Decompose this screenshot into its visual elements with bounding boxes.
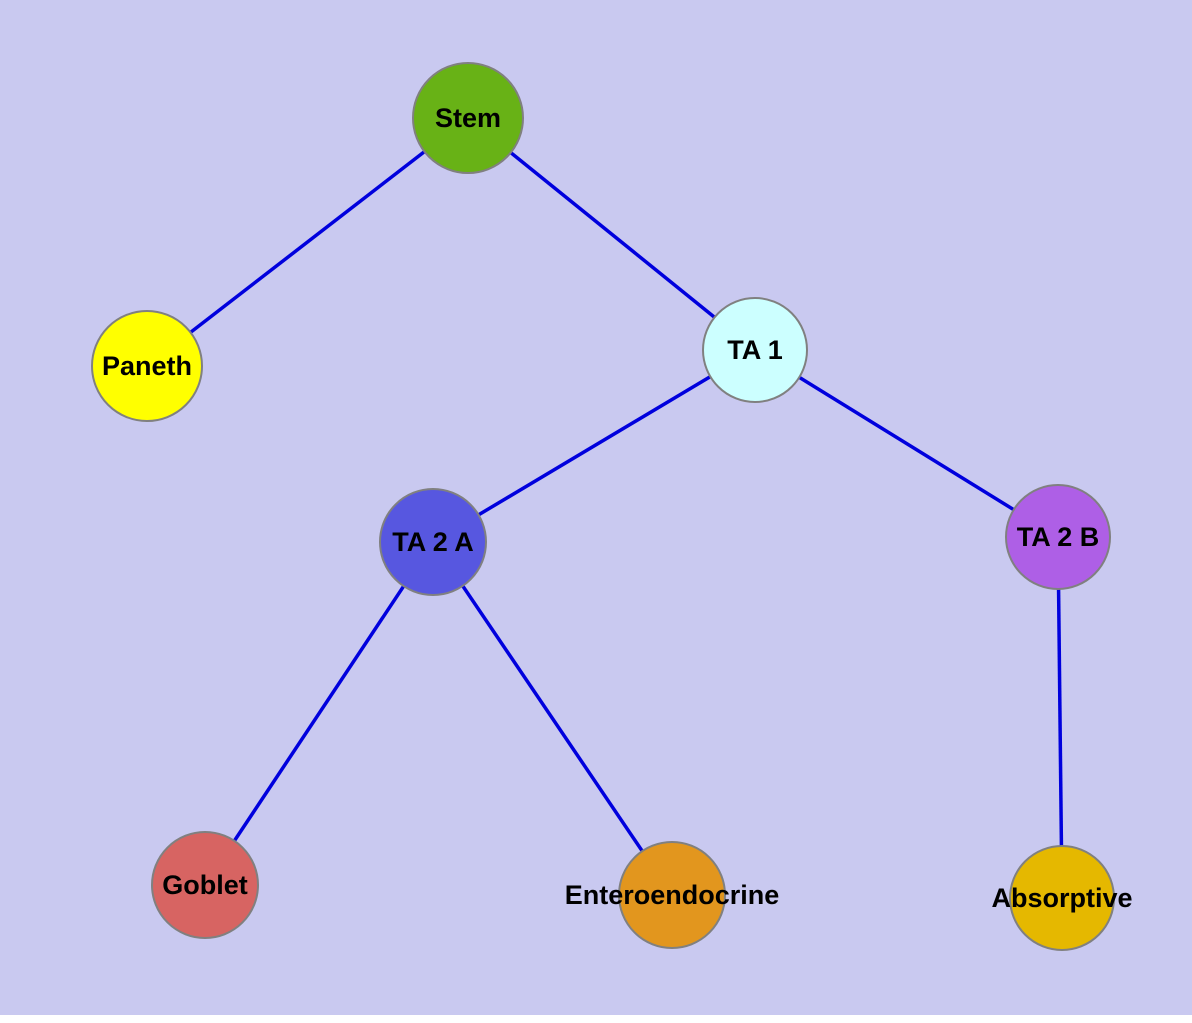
- node-circle-ta2b[interactable]: [1005, 484, 1111, 590]
- edge-stem-ta1: [466, 116, 757, 352]
- edge-ta1-ta2a: [432, 348, 756, 544]
- node-circle-absorptive[interactable]: [1009, 845, 1115, 951]
- edge-ta2a-enteroendocrine: [431, 541, 674, 896]
- node-goblet[interactable]: Goblet: [151, 831, 259, 939]
- node-stem[interactable]: Stem: [412, 62, 524, 174]
- node-ta2b[interactable]: TA 2 B: [1005, 484, 1111, 590]
- edge-ta2a-goblet: [203, 541, 435, 886]
- window-bottom-strip: [0, 1015, 1192, 1023]
- node-ta2a[interactable]: TA 2 A: [379, 488, 487, 596]
- node-ta1[interactable]: TA 1: [702, 297, 808, 403]
- node-circle-goblet[interactable]: [151, 831, 259, 939]
- node-circle-paneth[interactable]: [91, 310, 203, 422]
- node-circle-ta1[interactable]: [702, 297, 808, 403]
- node-circle-stem[interactable]: [412, 62, 524, 174]
- edge-ta2b-absorptive: [1056, 536, 1064, 899]
- node-circle-enteroendocrine[interactable]: [618, 841, 726, 949]
- node-paneth[interactable]: Paneth: [91, 310, 203, 422]
- edge-ta1-ta2b: [754, 348, 1059, 539]
- edge-stem-paneth: [145, 116, 470, 368]
- node-circle-ta2a[interactable]: [379, 488, 487, 596]
